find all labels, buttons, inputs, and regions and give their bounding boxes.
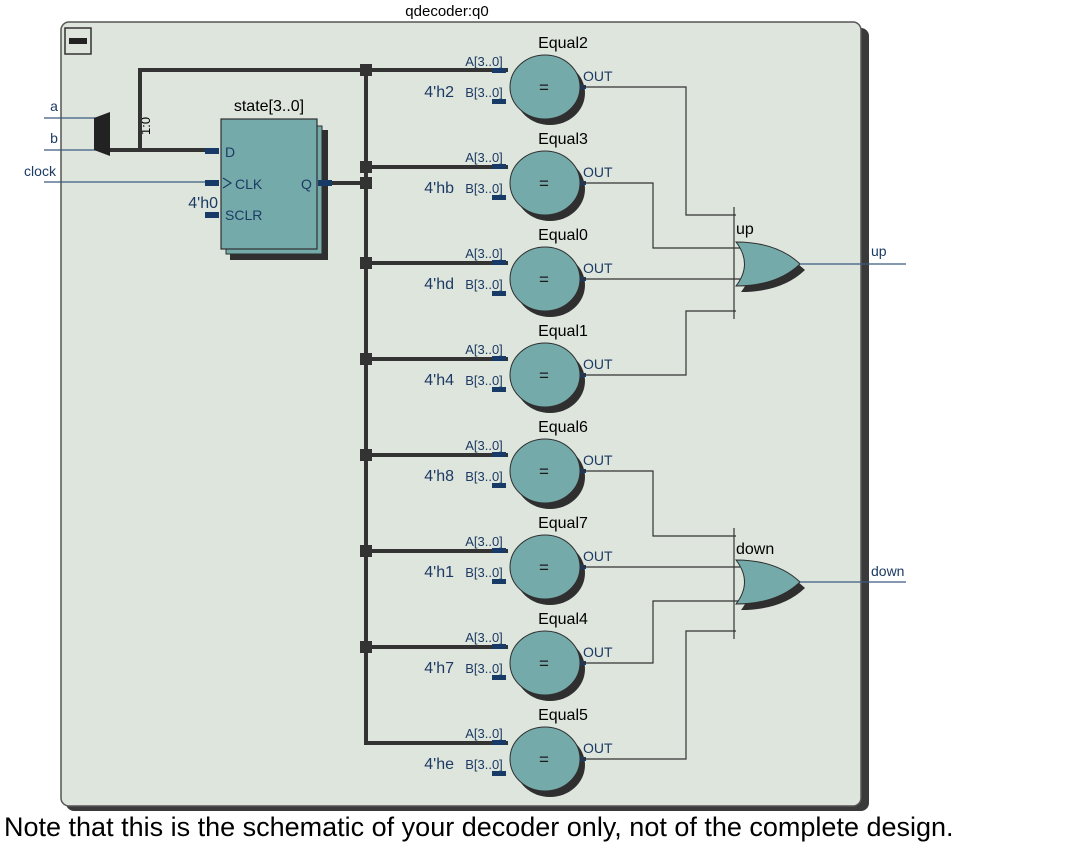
comparator-pin-out: OUT — [583, 68, 613, 84]
register-pin-q: Q — [301, 176, 312, 192]
comparator-pin-out: OUT — [583, 644, 613, 660]
or-gate-down — [734, 559, 805, 610]
port-a — [492, 644, 506, 649]
comparator-pin-a: A[3..0] — [465, 246, 503, 261]
equals-symbol: = — [539, 78, 549, 97]
equals-symbol: = — [539, 750, 549, 769]
comparator-pin-a: A[3..0] — [465, 438, 503, 453]
comparator-constant: 4'h4 — [424, 372, 454, 389]
port-b — [492, 675, 506, 680]
comparator-name: Equal7 — [538, 515, 588, 532]
port-b — [492, 387, 506, 392]
comparator-pin-a: A[3..0] — [465, 534, 503, 549]
comparator-pin-a: A[3..0] — [465, 54, 503, 69]
port-a — [492, 452, 506, 457]
port-b — [492, 291, 506, 296]
comparator-group: Equal2A[3..0]B[3..0]4'h2OUT=Equal3A[3..0… — [424, 35, 613, 797]
register-state — [205, 118, 332, 260]
port-a — [492, 68, 506, 73]
equals-symbol: = — [539, 270, 549, 289]
comparator-pin-a: A[3..0] — [465, 726, 503, 741]
or-gate-label-up: up — [736, 221, 754, 238]
comparator-pin-out: OUT — [583, 260, 613, 276]
or-gate-up — [734, 241, 805, 292]
minus-icon — [69, 38, 87, 44]
output-label-up: up — [871, 243, 887, 259]
port-b — [492, 99, 506, 104]
or-gate-label-down: down — [736, 541, 774, 558]
comparator-pin-out: OUT — [583, 452, 613, 468]
equals-symbol: = — [539, 558, 549, 577]
comparator-constant: 4'he — [424, 756, 454, 773]
comparator-pin-b: B[3..0] — [465, 469, 503, 484]
register-title: state[3..0] — [234, 98, 304, 115]
comparator-constant: 4'h7 — [424, 660, 454, 677]
comparator-pin-out: OUT — [583, 740, 613, 756]
comparator-name: Equal3 — [538, 131, 588, 148]
port-a — [492, 260, 506, 265]
comparator-name: Equal1 — [538, 323, 588, 340]
collapse-button[interactable] — [64, 27, 92, 55]
comparator-name: Equal6 — [538, 419, 588, 436]
comparator-pin-a: A[3..0] — [465, 342, 503, 357]
comparator-pin-b: B[3..0] — [465, 661, 503, 676]
comparator-pin-out: OUT — [583, 164, 613, 180]
comparator-name: Equal2 — [538, 35, 588, 52]
comparator-pin-b: B[3..0] — [465, 565, 503, 580]
port-b — [492, 579, 506, 584]
register-sclr-const: 4'h0 — [188, 195, 218, 212]
comparator-pin-out: OUT — [583, 548, 613, 564]
bus-junctions — [360, 64, 372, 653]
comparator-pin-b: B[3..0] — [465, 757, 503, 772]
comparator-constant: 4'hb — [424, 180, 454, 197]
equals-symbol: = — [539, 462, 549, 481]
comparator-pin-b: B[3..0] — [465, 373, 503, 388]
caption-note: Note that this is the schematic of your … — [4, 812, 954, 842]
bus-concat — [94, 112, 110, 156]
register-pin-clk: CLK — [235, 176, 263, 192]
comparator-name: Equal0 — [538, 227, 588, 244]
output-label-down: down — [871, 563, 904, 579]
comparator-constant: 4'hd — [424, 276, 454, 293]
port-a — [492, 548, 506, 553]
comparator-pin-b: B[3..0] — [465, 181, 503, 196]
port-a — [492, 164, 506, 169]
input-label-clock: clock — [24, 163, 57, 179]
comparator-constant: 4'h2 — [424, 84, 454, 101]
comparator-pin-a: A[3..0] — [465, 630, 503, 645]
input-label-a: a — [50, 98, 58, 114]
comparator-pin-a: A[3..0] — [465, 150, 503, 165]
comparator-pin-b: B[3..0] — [465, 277, 503, 292]
comparator-name: Equal5 — [538, 707, 588, 724]
port-a — [492, 740, 506, 745]
comparator-name: Equal4 — [538, 611, 588, 628]
port-b — [492, 771, 506, 776]
comparator-constant: 4'h8 — [424, 468, 454, 485]
equals-symbol: = — [539, 174, 549, 193]
port-a — [492, 356, 506, 361]
register-pin-sclr: SCLR — [225, 207, 262, 223]
equals-symbol: = — [539, 366, 549, 385]
comparator-pin-out: OUT — [583, 356, 613, 372]
comparator-constant: 4'h1 — [424, 564, 454, 581]
bus-wires — [110, 68, 508, 745]
equals-symbol: = — [539, 654, 549, 673]
port-b — [492, 483, 506, 488]
gate-wires — [580, 86, 740, 760]
instance-frame — [60, 21, 862, 807]
port-b — [492, 195, 506, 200]
comparator-pin-b: B[3..0] — [465, 85, 503, 100]
instance-title: qdecoder:q0 — [405, 3, 488, 20]
register-pin-d: D — [225, 144, 235, 160]
input-label-b: b — [50, 130, 58, 146]
